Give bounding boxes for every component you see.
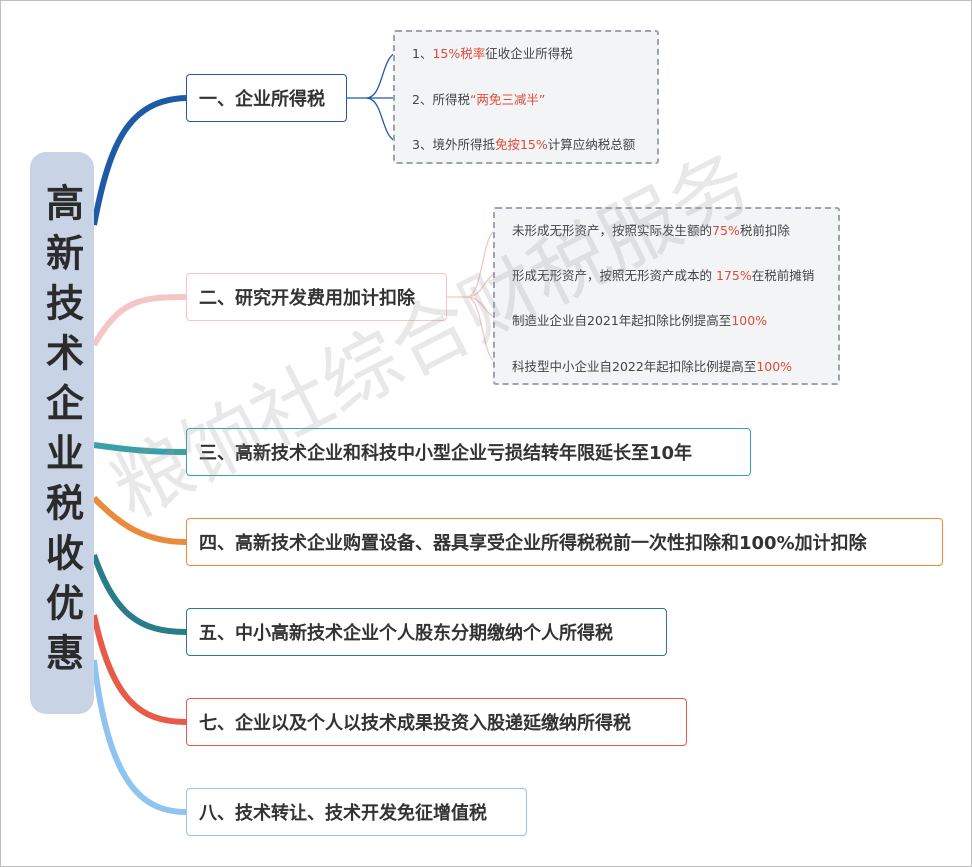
subtopic-item[interactable]: 1、15%税率征收企业所得税 [412, 43, 573, 62]
subtopic-text: 未形成无形资产，按照实际发生额的 [512, 223, 713, 238]
subtopic-highlight: “两免三减半” [469, 92, 546, 107]
branch-label: 五、中小高新技术企业个人股东分期缴纳个人所得税 [199, 623, 613, 644]
subtopic-highlight: 免按15% [494, 137, 548, 152]
subtopic-text: 3、境外所得抵 [412, 137, 495, 152]
subtopic-item[interactable]: 3、境外所得抵免按15%计算应纳税总额 [412, 134, 635, 153]
branch-corporate-income-tax[interactable]: 一、企业所得税 [186, 74, 347, 122]
branch-tech-investment-deferral[interactable]: 七、企业以及个人以技术成果投资入股递延缴纳所得税 [186, 698, 687, 746]
subtopic-text: 税前扣除 [739, 223, 790, 238]
connector-branch-7 [91, 614, 187, 725]
connector-branch-2 [91, 294, 187, 347]
branch-shareholder-installment[interactable]: 五、中小高新技术企业个人股东分期缴纳个人所得税 [186, 608, 667, 656]
branch-label: 七、企业以及个人以技术成果投资入股递延缴纳所得税 [199, 713, 631, 734]
subtopic-group-rd-deduction [493, 207, 840, 385]
subtopic-item[interactable]: 制造业企业自2021年起扣除比例提高至100% [512, 310, 767, 329]
branch-label: 四、高新技术企业购置设备、器具享受企业所得税税前一次性扣除和100%加计扣除 [199, 533, 867, 554]
root-title: 高新技术企业税收优惠 [39, 183, 84, 683]
subtopic-text: 1、 [412, 46, 433, 61]
subtopic-item[interactable]: 形成无形资产，按照无形资产成本的 175%在税前摊销 [512, 265, 814, 284]
subtopic-text: 征收企业所得税 [485, 46, 573, 61]
branch-label: 一、企业所得税 [199, 89, 325, 110]
branch-equipment-deduction[interactable]: 四、高新技术企业购置设备、器具享受企业所得税税前一次性扣除和100%加计扣除 [186, 518, 943, 566]
subtopic-text: 2、所得税 [412, 92, 470, 107]
connector-branch-5 [91, 554, 187, 635]
branch-label: 三、高新技术企业和科技中小型企业亏损结转年限延长至10年 [199, 443, 693, 464]
subtopic-item[interactable]: 未形成无形资产，按照实际发生额的75%税前扣除 [512, 220, 790, 239]
subtopic-highlight: 15%税率 [432, 46, 486, 61]
subtopic-highlight: 175% [715, 268, 752, 283]
subtopic-highlight: 75% [712, 223, 740, 238]
subtopic-group-corporate-income-tax [393, 30, 659, 164]
connector-branch-4 [91, 495, 187, 545]
branch-vat-exemption[interactable]: 八、技术转让、技术开发免征增值税 [186, 788, 527, 836]
branch-label: 二、研究开发费用加计扣除 [199, 288, 415, 309]
root-topic[interactable]: 高新技术企业税收优惠 [30, 152, 94, 714]
subtopic-highlight: 100% [731, 313, 768, 328]
branch-rd-deduction[interactable]: 二、研究开发费用加计扣除 [186, 273, 447, 321]
branch-loss-carryforward[interactable]: 三、高新技术企业和科技中小型企业亏损结转年限延长至10年 [186, 428, 751, 476]
subtopic-item[interactable]: 科技型中小企业自2022年起扣除比例提高至100% [512, 356, 792, 375]
connector-branch-1 [91, 95, 187, 226]
subtopic-text: 计算应纳税总额 [547, 137, 636, 152]
branch-label: 八、技术转让、技术开发免征增值税 [199, 803, 487, 824]
connector-branch-8 [91, 659, 187, 815]
subtopic-item[interactable]: 2、所得税“两免三减半” [412, 89, 545, 108]
connector-branch-3 [93, 442, 187, 455]
subtopic-text: 在税前摊销 [751, 268, 815, 283]
connector-sub2 [447, 227, 501, 365]
connector-sub1 [347, 51, 401, 143]
subtopic-text: 科技型中小企业自2022年起扣除比例提高至 [512, 359, 757, 374]
subtopic-text: 形成无形资产，按照无形资产成本的 [512, 268, 716, 283]
subtopic-highlight: 100% [756, 359, 793, 374]
subtopic-text: 制造业企业自2021年起扣除比例提高至 [512, 313, 732, 328]
